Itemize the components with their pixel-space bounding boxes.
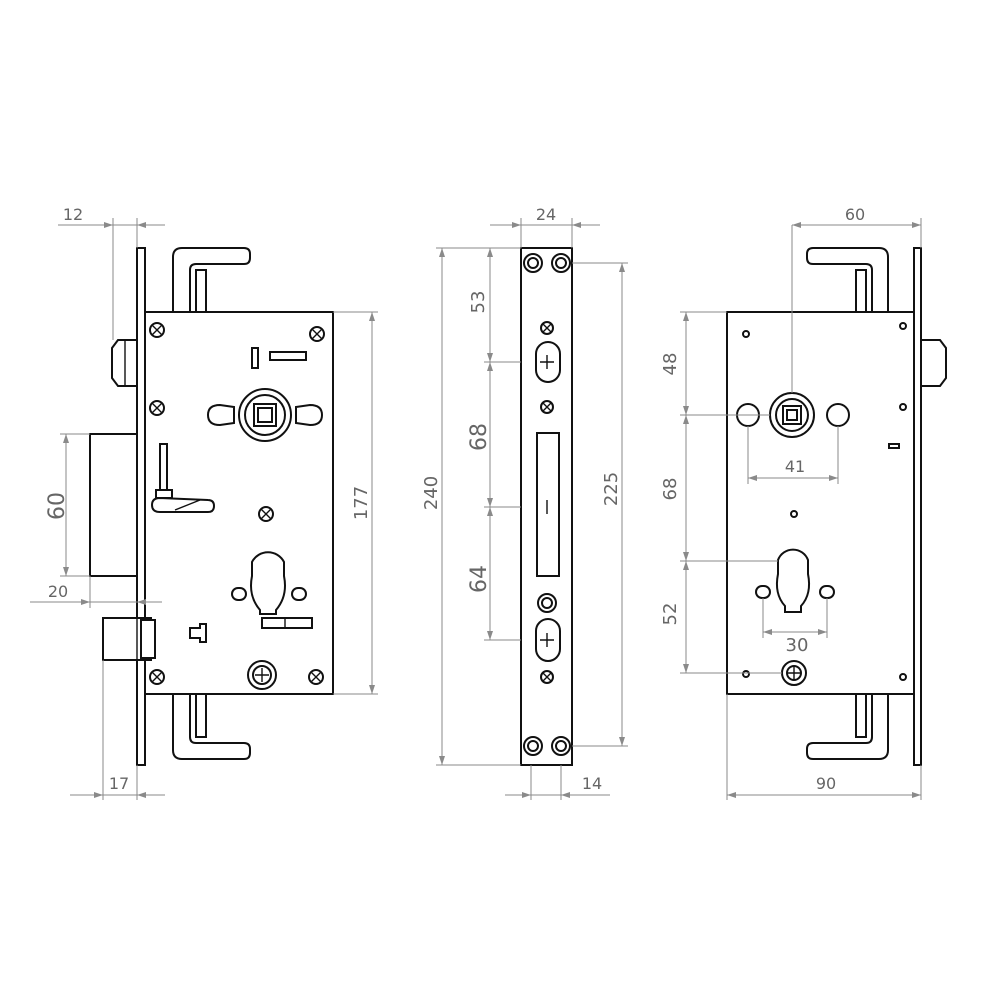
left-bottom-bracket-post bbox=[195, 693, 207, 738]
right-bottom-bracket-post bbox=[855, 693, 867, 738]
right-faceplate bbox=[913, 247, 922, 766]
left-lever-arm bbox=[150, 496, 216, 513]
right-cylinder-slot bbox=[819, 585, 835, 599]
left-adjust-screw-icon bbox=[247, 660, 277, 690]
left-dead-bolt bbox=[89, 433, 138, 577]
left-small-slot bbox=[251, 347, 259, 369]
right-top-bracket-post bbox=[855, 269, 867, 313]
right-lock-body bbox=[726, 311, 915, 695]
left-small-slot bbox=[269, 351, 307, 361]
left-roller-cap bbox=[140, 619, 156, 659]
side-hole-icon bbox=[523, 736, 543, 756]
side-view bbox=[520, 247, 573, 766]
left-screw-icon bbox=[149, 400, 165, 416]
left-lever-cap bbox=[155, 489, 173, 499]
dim-label-bolt: 17 bbox=[109, 774, 129, 793]
right-adjust-screw-icon bbox=[781, 660, 807, 686]
side-screw-icon bbox=[540, 400, 554, 414]
side-hole-icon bbox=[551, 736, 571, 756]
dim-label-depth: 14 bbox=[582, 774, 602, 793]
right-small-hole bbox=[899, 322, 907, 330]
dim-label-handle-holes: 41 bbox=[785, 457, 805, 476]
right-small-hole bbox=[899, 673, 907, 681]
left-lower-plate bbox=[261, 617, 313, 629]
dimension-labels: 12 60 20 17 177 24 240 53 68 64 225 14 6… bbox=[45, 205, 865, 793]
dim-label-upper-gap: 68 bbox=[467, 423, 492, 451]
dim-label-top-to-handle: 48 bbox=[660, 353, 681, 376]
right-small-slot bbox=[888, 443, 900, 449]
dim-label-cyl-to-bottom: 52 bbox=[660, 603, 681, 626]
right-bottom-handle-bracket bbox=[806, 693, 889, 760]
dim-label-screw-span: 225 bbox=[601, 472, 622, 506]
right-cylinder-slot bbox=[755, 585, 771, 599]
left-view bbox=[89, 247, 334, 766]
right-top-handle-bracket bbox=[806, 247, 889, 313]
side-hole-icon bbox=[551, 253, 571, 273]
left-faceplate bbox=[136, 247, 146, 766]
dim-label-width: 24 bbox=[536, 205, 556, 224]
left-bottom-handle-bracket bbox=[172, 693, 251, 760]
right-small-hole bbox=[742, 670, 750, 678]
left-screw-icon bbox=[149, 322, 165, 338]
side-bolt-window bbox=[536, 432, 560, 577]
dim-label-cyl-holes: 30 bbox=[786, 635, 809, 656]
dim-label-total-height: 240 bbox=[421, 476, 442, 510]
left-cylinder-slot bbox=[291, 587, 307, 601]
right-small-hole bbox=[790, 510, 798, 518]
side-hole-icon bbox=[523, 253, 543, 273]
left-top-handle-bracket bbox=[172, 247, 251, 313]
dim-label-handle-to-cyl: 68 bbox=[660, 478, 681, 501]
dim-label-lower-gap: 64 bbox=[467, 565, 492, 593]
right-latch-bolt bbox=[920, 339, 947, 387]
dim-label-faceplate: 12 bbox=[63, 205, 83, 224]
left-lever-bar bbox=[159, 443, 168, 493]
dimension-lines bbox=[30, 218, 922, 800]
dim-label-backset: 60 bbox=[845, 205, 865, 224]
dim-label-top-offset: 53 bbox=[468, 291, 489, 314]
right-small-hole bbox=[899, 403, 907, 411]
side-screw-icon bbox=[540, 670, 554, 684]
left-top-bracket-post bbox=[195, 269, 207, 313]
left-cylinder-slot bbox=[231, 587, 247, 601]
left-screw-icon bbox=[258, 506, 274, 522]
dim-label-body-width: 90 bbox=[816, 774, 836, 793]
dim-label-latch-offset: 20 bbox=[48, 582, 68, 601]
left-screw-icon bbox=[149, 669, 165, 685]
left-cylinder-cutout bbox=[250, 551, 286, 615]
left-follower-hub bbox=[206, 388, 324, 442]
right-view bbox=[726, 247, 947, 766]
left-catch bbox=[189, 623, 207, 643]
left-screw-icon bbox=[309, 326, 325, 342]
right-cylinder-cutout bbox=[775, 548, 811, 613]
dim-label-backset-latch: 60 bbox=[45, 492, 70, 520]
left-screw-icon bbox=[308, 669, 324, 685]
right-small-hole bbox=[742, 330, 750, 338]
side-screw-icon bbox=[537, 593, 557, 613]
side-screw-icon bbox=[540, 321, 554, 335]
dim-label-height: 177 bbox=[351, 486, 372, 520]
